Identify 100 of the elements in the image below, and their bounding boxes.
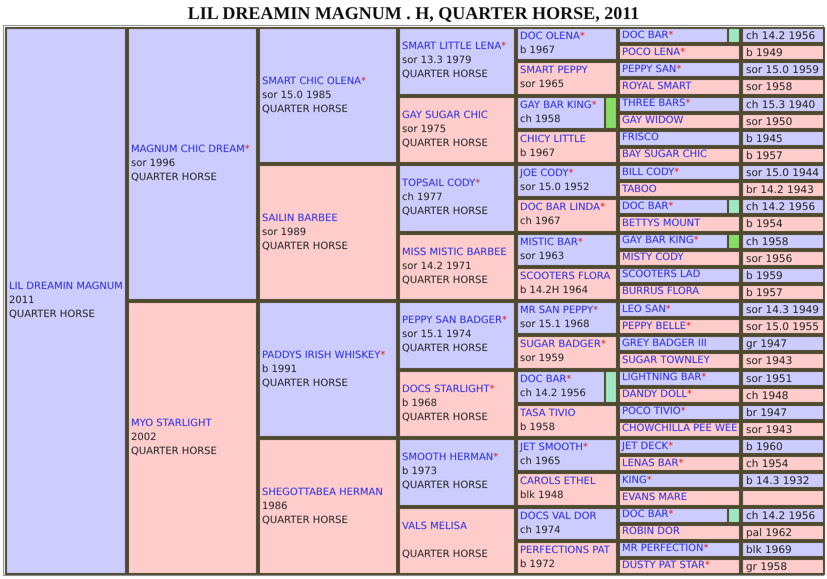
pedigree-cell bbox=[516, 266, 618, 301]
horse-name: SHEGOTTABEA HERMAN bbox=[262, 486, 384, 500]
pedigree-cell bbox=[516, 164, 618, 198]
birth-info: sor 1996 bbox=[131, 157, 176, 171]
birth-info: sor 1975 bbox=[402, 122, 448, 137]
date-cell: br 1947 bbox=[741, 404, 825, 421]
pedigree-cell bbox=[618, 181, 741, 198]
pedigree-cell bbox=[618, 96, 741, 113]
date-cell: b 1949 bbox=[741, 44, 825, 62]
horse-name: JOE CODY* bbox=[520, 167, 574, 182]
date-cell: sor 15.0 1944 bbox=[741, 164, 825, 182]
pedigree-cell bbox=[618, 524, 741, 541]
breed-text: QUARTER HORSE bbox=[131, 445, 218, 459]
pedigree-cell bbox=[618, 540, 741, 558]
pedigree-cell bbox=[516, 472, 618, 506]
breed-text: QUARTER HORSE bbox=[262, 514, 349, 528]
pedigree-cell bbox=[618, 146, 741, 164]
horse-name: JET DECK* bbox=[622, 440, 674, 454]
horse-name: SUGAR TOWNLEY bbox=[622, 354, 711, 368]
horse-name: SCOOTERS LAD bbox=[622, 268, 702, 282]
horse-name: GAY SUGAR CHIC bbox=[402, 108, 489, 123]
horse-name: BETTYS MOUNT bbox=[622, 217, 702, 230]
date-cell: sor 15.0 1955 bbox=[741, 318, 825, 336]
pedigree-cell bbox=[127, 301, 258, 575]
horse-name: GAY BAR KING* bbox=[622, 234, 700, 248]
pedigree-cell bbox=[398, 438, 516, 506]
pedigree-cell bbox=[618, 164, 741, 182]
horse-name: LENAS BAR* bbox=[622, 457, 684, 470]
breed-text: QUARTER HORSE bbox=[262, 376, 349, 390]
birth-info: 2011 bbox=[9, 294, 36, 308]
page-title: LIL DREAMIN MAGNUM . H, QUARTER HORSE, 2011 bbox=[186, 3, 640, 24]
pedigree-cell bbox=[618, 250, 741, 267]
horse-name: ROBIN DOR bbox=[622, 526, 681, 539]
pedigree-cell bbox=[516, 232, 618, 267]
pedigree-cell bbox=[618, 489, 741, 506]
horse-name: TASA TIVIO bbox=[520, 406, 576, 421]
horse-name: MISTIC BAR* bbox=[520, 236, 584, 250]
breed-text: QUARTER HORSE bbox=[131, 171, 218, 185]
horse-name: DOC OLENA* bbox=[520, 30, 586, 44]
birth-info: sor 14.2 1971 bbox=[402, 260, 473, 274]
horse-name: ROYAL SMART bbox=[622, 80, 692, 94]
horse-name: DOC BAR* bbox=[520, 372, 572, 387]
horse-name: MYO STARLIGHT bbox=[131, 417, 213, 431]
horse-name: DOC BAR LINDA* bbox=[520, 201, 606, 216]
birth-info: ch 1974 bbox=[520, 524, 562, 538]
breed-text: QUARTER HORSE bbox=[402, 479, 489, 494]
breed-text: QUARTER HORSE bbox=[402, 274, 489, 288]
date-cell: ch 14.2 1956 bbox=[741, 27, 825, 44]
date-cell: sor 14.3 1949 bbox=[741, 301, 825, 318]
horse-name: JET SMOOTH* bbox=[520, 441, 589, 456]
birth-info: ch 1977 bbox=[402, 191, 444, 206]
horse-name: BURRUS FLORA bbox=[622, 286, 700, 299]
date-cell: sor 1956 bbox=[741, 250, 825, 267]
breed-text: QUARTER HORSE bbox=[402, 342, 489, 356]
pedigree-cell bbox=[618, 558, 741, 575]
date-cell: b 1960 bbox=[741, 438, 825, 456]
pedigree-cell bbox=[258, 301, 398, 438]
birth-info: b 1968 bbox=[402, 396, 438, 411]
horse-name: MISS MISTIC BARBEE bbox=[402, 246, 508, 260]
birth-info: b 1973 bbox=[402, 465, 438, 480]
horse-name: POCO LENA* bbox=[622, 46, 686, 60]
pedigree-cell bbox=[618, 61, 741, 78]
pedigree-cell bbox=[258, 438, 398, 575]
pedigree-cell bbox=[618, 335, 741, 352]
date-cell: pal 1962 bbox=[741, 524, 825, 541]
birth-info: ch 1967 bbox=[520, 215, 562, 230]
horse-name: DOCS VAL DOR bbox=[520, 510, 598, 524]
birth-info: b 1991 bbox=[262, 362, 298, 376]
horse-name: POCO TIVIO* bbox=[622, 406, 687, 419]
date-cell: b 1954 bbox=[741, 215, 825, 232]
date-cell: sor 1943 bbox=[741, 352, 825, 370]
breed-text: QUARTER HORSE bbox=[262, 240, 349, 254]
horse-name: LIGHTNING BAR* bbox=[622, 372, 708, 385]
pedigree-cell bbox=[516, 404, 618, 438]
date-cell: b 1957 bbox=[741, 284, 825, 301]
birth-info: sor 1965 bbox=[520, 78, 566, 92]
horse-name: MAGNUM CHIC DREAM* bbox=[131, 143, 251, 157]
birth-info: sor 15.0 1985 bbox=[262, 88, 333, 102]
birth-info: ch 14.2 1956 bbox=[520, 386, 587, 401]
date-cell: gr 1947 bbox=[741, 335, 825, 352]
inbreeding-marker bbox=[604, 98, 616, 128]
pedigree-cell bbox=[398, 370, 516, 438]
horse-name: PERFECTIONS PAT bbox=[520, 544, 611, 558]
breed-text: QUARTER HORSE bbox=[402, 68, 489, 82]
date-cell: blk 1969 bbox=[741, 540, 825, 558]
pedigree-cell bbox=[5, 27, 127, 575]
date-cell: br 14.2 1943 bbox=[741, 181, 825, 198]
birth-info: ch 1965 bbox=[520, 455, 562, 470]
date-cell: b 14.3 1932 bbox=[741, 472, 825, 490]
horse-name: MR PERFECTION* bbox=[622, 542, 710, 556]
pedigree-cell bbox=[618, 284, 741, 301]
pedigree-cell bbox=[516, 61, 618, 96]
birth-info: sor 15.1 1974 bbox=[402, 328, 473, 342]
date-cell: ch 1958 bbox=[741, 232, 825, 250]
horse-name: PEPPY SAN* bbox=[622, 63, 682, 76]
date-cell: b 1957 bbox=[741, 146, 825, 164]
pedigree-cell bbox=[618, 472, 741, 490]
birth-info: b 1967 bbox=[520, 44, 556, 58]
horse-name: MR SAN PEPPY* bbox=[520, 304, 600, 318]
breed-text: QUARTER HORSE bbox=[402, 205, 489, 220]
